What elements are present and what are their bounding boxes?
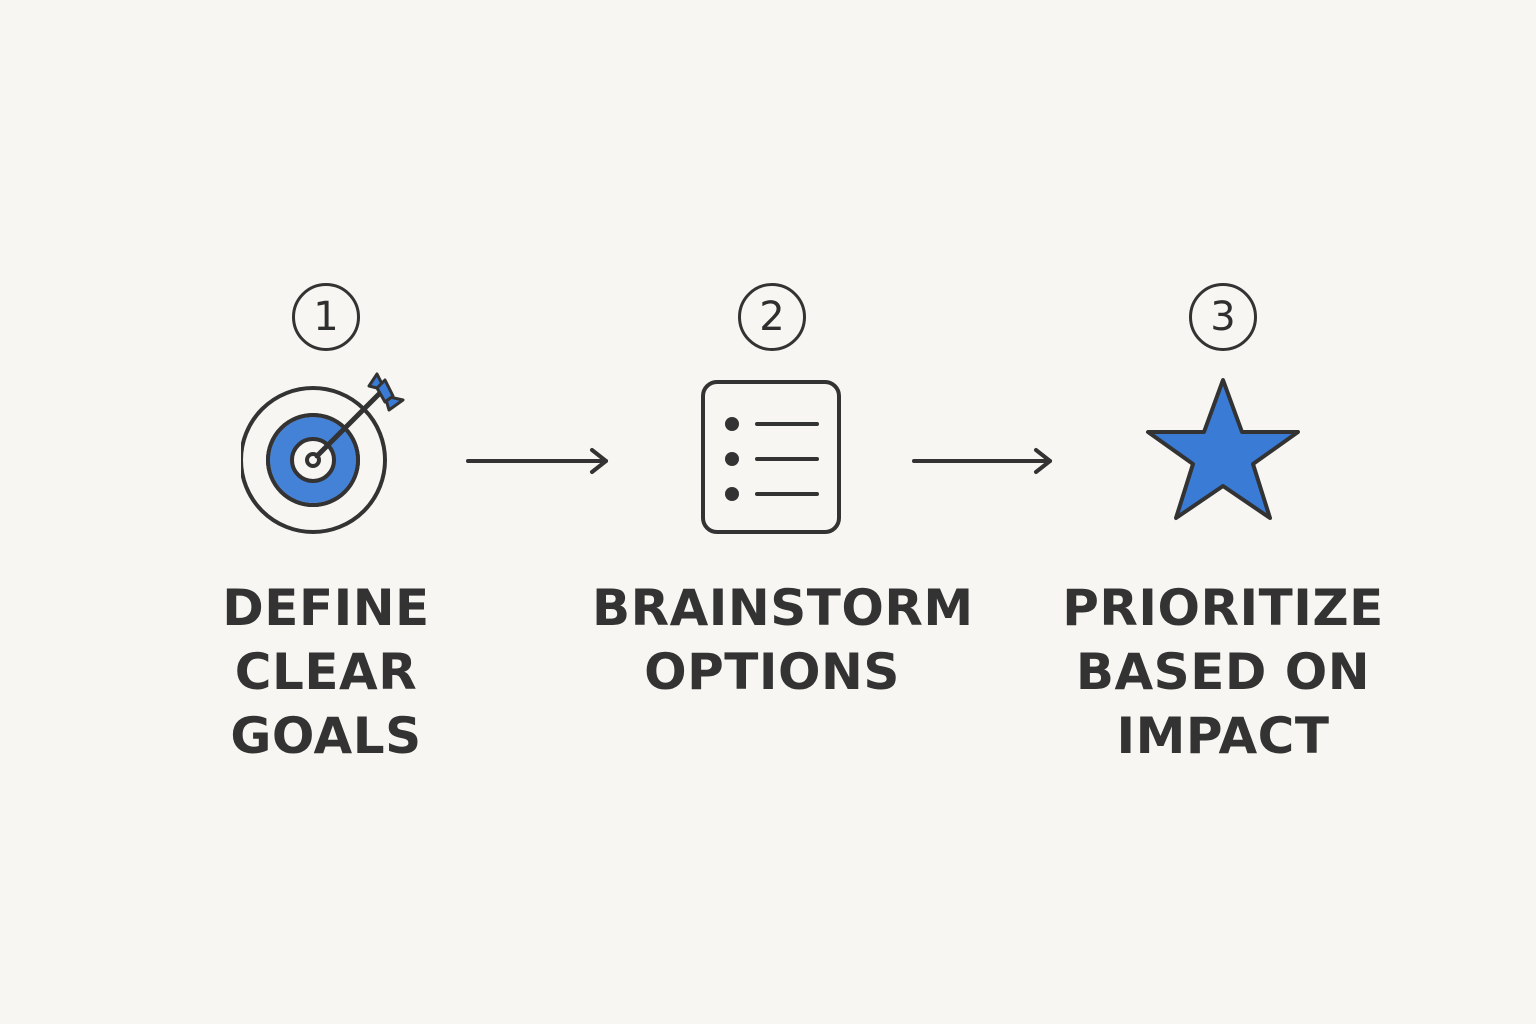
star-icon [1138,370,1308,540]
step-1: 1 DEFINE CLEAR GOALS [146,0,506,1024]
step-2: 2 BRAINSTORM OPTIONS [592,0,974,1024]
step-3: 3 PRIORITIZE BASED ON IMPACT [1043,0,1403,1024]
step-number-badge: 2 [738,283,806,351]
step-number-badge: 3 [1189,283,1257,351]
step-label-line: CLEAR GOALS [230,643,422,765]
checklist-icon [687,370,857,540]
step-label-line: DEFINE [222,579,430,637]
step-number-badge: 1 [292,283,360,351]
step-label: DEFINE CLEAR GOALS [146,576,506,768]
target-with-arrow-icon [241,370,411,540]
right-arrow-icon [912,446,1058,476]
step-label: BRAINSTORM OPTIONS [592,576,974,704]
step-label-line: OPTIONS [644,643,900,701]
step-label-line: BRAINSTORM [592,579,974,637]
step-label-line: PRIORITIZE [1062,579,1384,637]
right-arrow-icon [466,446,612,476]
step-label-line: BASED ON [1075,643,1371,701]
step-label: PRIORITIZE BASED ON IMPACT [1043,576,1403,768]
step-label-line: IMPACT [1116,707,1330,765]
